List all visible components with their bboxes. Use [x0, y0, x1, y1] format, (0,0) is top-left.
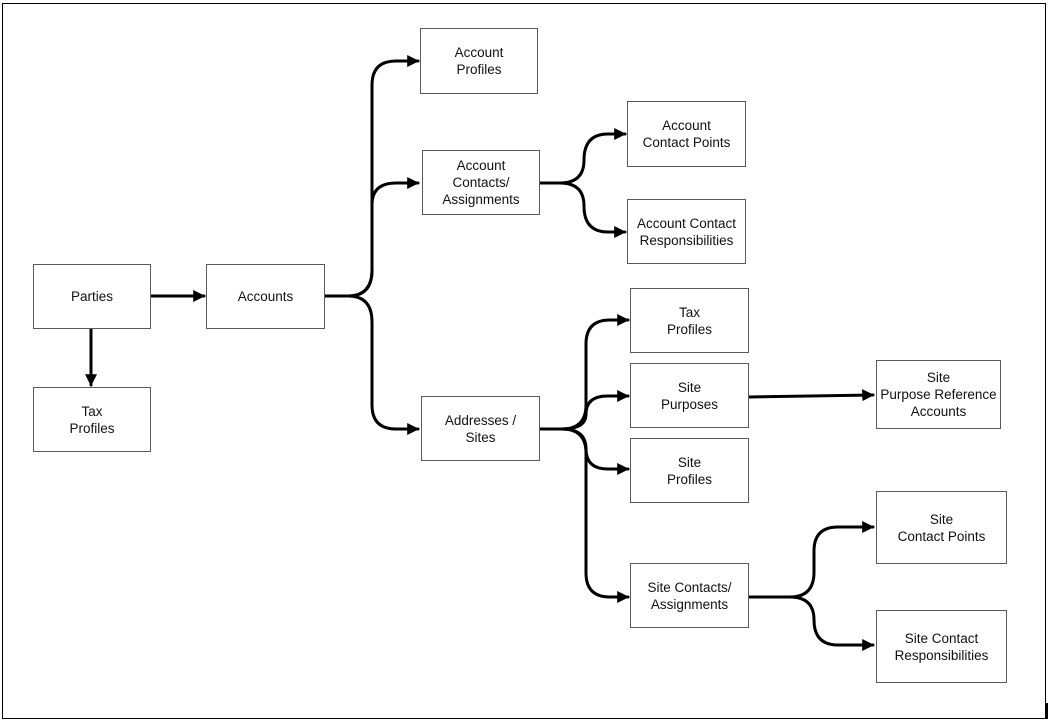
edge-accounts-account-contacts — [323, 177, 420, 298]
node-account-contact-responsibilities: Account Contact Responsibilities — [627, 199, 746, 264]
node-site-purpose-reference-accounts-label: Site Purpose Reference Accounts — [880, 370, 997, 419]
edge-addresses-site-profiles — [538, 427, 630, 475]
diagram-frame — [2, 3, 1046, 719]
node-site-tax-profiles-label: Tax Profiles — [666, 304, 712, 337]
edge-account-contacts-contact-points — [538, 128, 627, 185]
node-parties-label: Parties — [70, 289, 114, 304]
node-site-purposes: Site Purposes — [630, 363, 749, 428]
node-site-purpose-reference-accounts: Site Purpose Reference Accounts — [876, 360, 1001, 429]
node-addresses-sites-label: Addresses / Sites — [444, 412, 517, 445]
edge-accounts-addresses-sites — [323, 294, 420, 435]
node-addresses-sites: Addresses / Sites — [421, 396, 540, 461]
edge-addresses-tax-profiles — [538, 314, 630, 431]
edge-account-contacts-responsibilities — [538, 181, 627, 238]
node-site-profiles: Site Profiles — [630, 438, 749, 503]
node-account-contact-points-label: Account Contact Points — [642, 118, 731, 150]
node-account-profiles: Account Profiles — [420, 28, 538, 94]
node-site-contact-points: Site Contact Points — [876, 491, 1007, 564]
node-party-tax-profiles-label: Tax Profiles — [69, 403, 115, 436]
frame-corner-mark — [1046, 703, 1048, 719]
node-account-contact-responsibilities-label: Account Contact Responsibilities — [636, 215, 737, 248]
node-account-contact-points: Account Contact Points — [627, 101, 746, 167]
node-site-contact-responsibilities: Site Contact Responsibilities — [876, 610, 1007, 683]
edge-site-contacts-responsibilities — [747, 595, 875, 651]
node-account-profiles-label: Account Profiles — [454, 45, 504, 77]
edge-site-contacts-contact-points — [747, 521, 875, 599]
edge-addresses-site-purposes — [538, 390, 630, 431]
node-site-tax-profiles: Tax Profiles — [630, 288, 749, 353]
node-site-purposes-label: Site Purposes — [660, 379, 719, 412]
node-account-contacts: Account Contacts/ Assignments — [422, 150, 540, 215]
edge-addresses-site-contacts — [538, 427, 630, 603]
node-site-contact-responsibilities-label: Site Contact Responsibilities — [894, 630, 989, 663]
node-party-tax-profiles: Tax Profiles — [33, 387, 151, 452]
edge-site-purposes-reference-accounts — [747, 389, 875, 402]
node-account-contacts-label: Account Contacts/ Assignments — [442, 158, 520, 207]
node-site-contact-points-label: Site Contact Points — [897, 511, 986, 544]
node-accounts-label: Accounts — [237, 289, 294, 304]
node-site-profiles-label: Site Profiles — [666, 454, 712, 487]
node-site-contacts-label: Site Contacts/ Assignments — [647, 579, 732, 612]
node-accounts: Accounts — [206, 264, 325, 329]
node-site-contacts: Site Contacts/ Assignments — [630, 563, 749, 628]
node-parties: Parties — [33, 264, 151, 329]
